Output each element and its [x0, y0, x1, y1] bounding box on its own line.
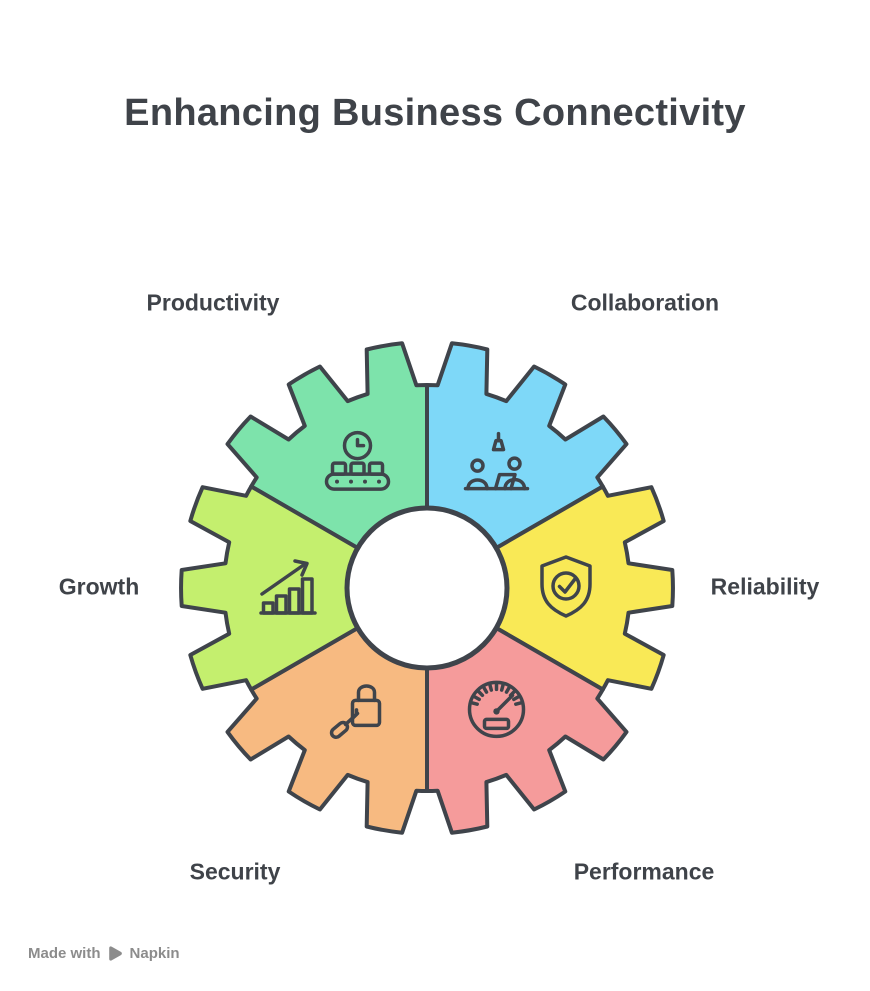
- gear-segment-reliability: [425, 484, 675, 692]
- segment-label-security: Security: [189, 858, 281, 885]
- gear-center-circle: [344, 505, 510, 671]
- people-collaboration-icon: [463, 431, 530, 491]
- growth-chart-icon: [259, 559, 317, 615]
- segment-label-performance: Performance: [573, 858, 715, 885]
- made-with-text: Made with: [28, 945, 101, 962]
- clock-conveyor-icon: [324, 430, 391, 491]
- segment-label-reliability: Reliability: [710, 573, 820, 600]
- speedometer-icon: [467, 680, 526, 739]
- segment-label-collaboration: Collaboration: [570, 289, 720, 316]
- napkin-logo-icon: [108, 945, 123, 962]
- lock-key-icon: [329, 684, 382, 740]
- segment-label-productivity: Productivity: [146, 289, 280, 316]
- segment-label-growth: Growth: [58, 573, 140, 600]
- shield-check-icon: [540, 555, 592, 618]
- page-title: Enhancing Business Connectivity: [124, 92, 746, 134]
- brand-text: Napkin: [129, 945, 180, 962]
- watermark: Made with Napkin: [28, 945, 180, 962]
